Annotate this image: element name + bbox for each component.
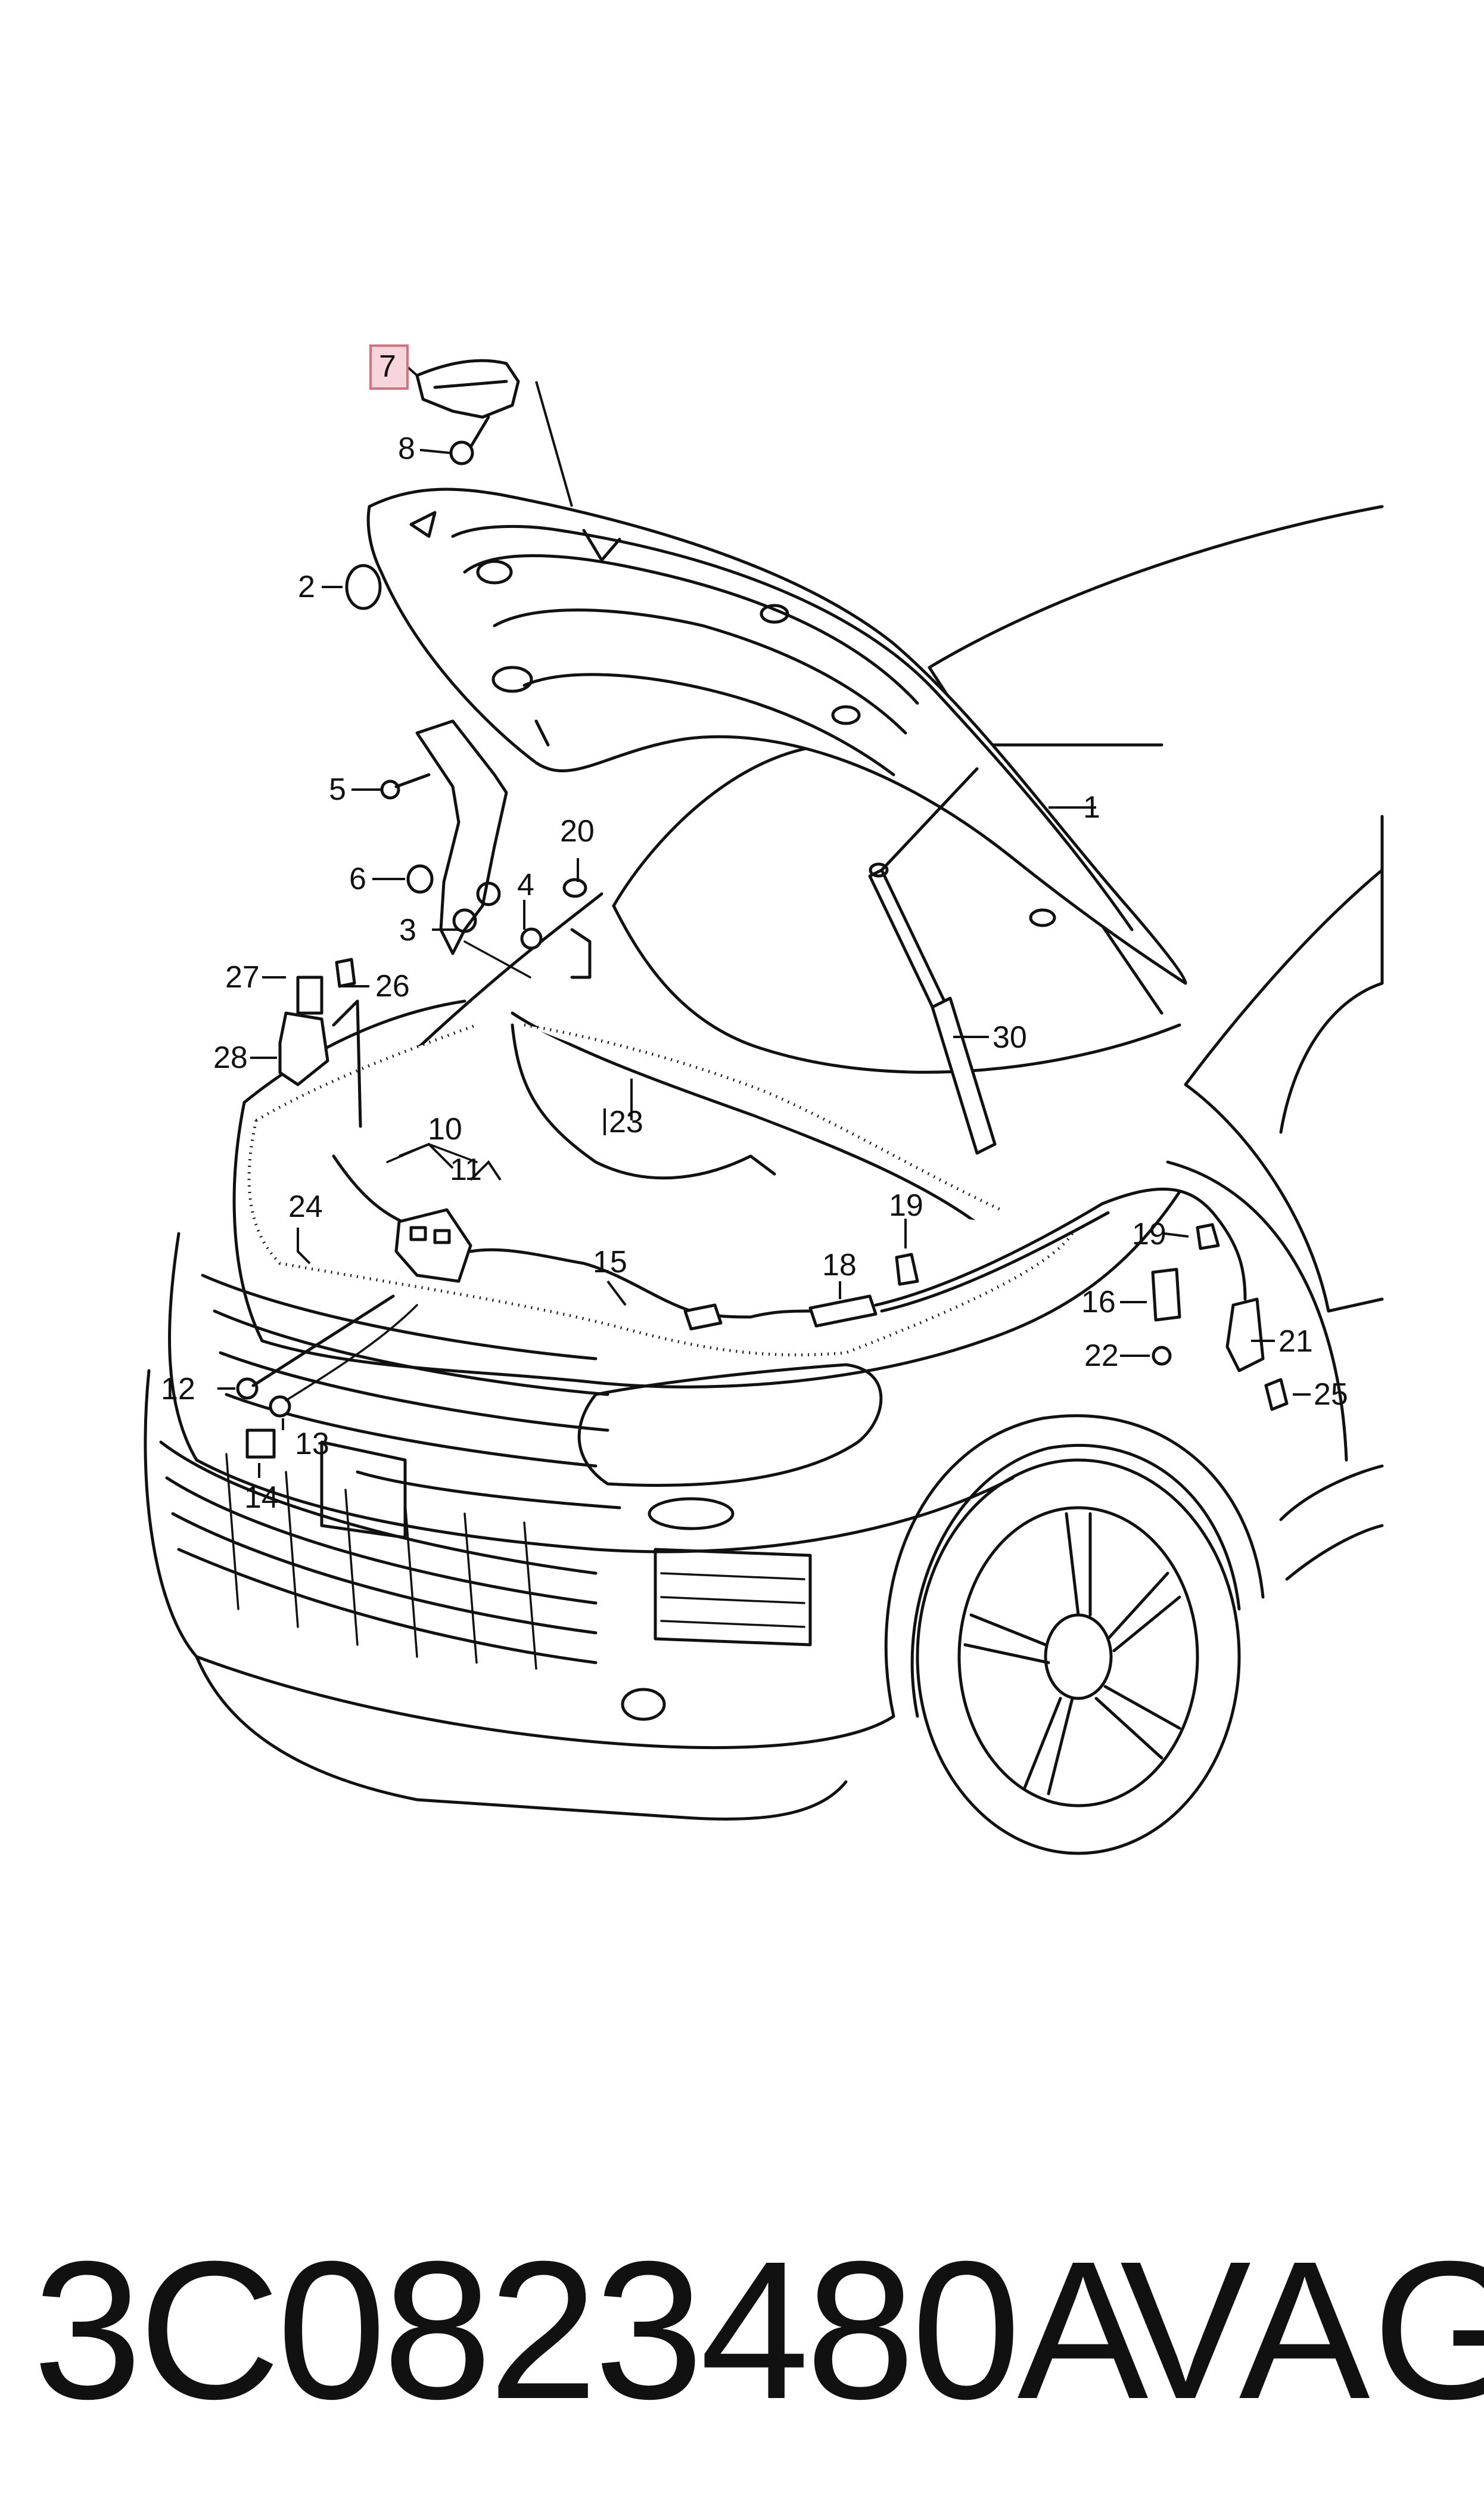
bonnet xyxy=(366,487,1187,985)
callout-6: 6 xyxy=(349,862,366,896)
hinge xyxy=(415,719,592,979)
callout-13: 13 xyxy=(295,1427,329,1461)
callout-30: 30 xyxy=(993,1020,1027,1055)
callout-14: 14 xyxy=(244,1480,279,1515)
small-parts xyxy=(236,359,1289,1459)
callout-10: 10 xyxy=(428,1112,462,1147)
callout-26: 26 xyxy=(375,969,410,1004)
callout-20: 20 xyxy=(560,814,595,849)
callout-15: 15 xyxy=(593,1245,627,1279)
gas-strut xyxy=(868,767,997,1155)
brand-label: VAG xyxy=(1120,2220,1484,2440)
callout-28: 28 xyxy=(213,1040,248,1075)
callout-1: 1 xyxy=(1083,790,1100,825)
seals xyxy=(247,1023,1074,1357)
callout-27: 27 xyxy=(225,960,260,995)
callout-23: 25 xyxy=(1314,1377,1348,1412)
callout-19-side: 19 xyxy=(1132,1217,1166,1251)
callout-3: 3 xyxy=(399,913,416,948)
highlight-box xyxy=(369,344,409,390)
part-number: 3C0823480A xyxy=(33,2220,1149,2440)
callout-4: 4 xyxy=(517,868,534,902)
lock-and-cables xyxy=(394,1187,1265,1372)
callout-7: 7 xyxy=(379,349,396,384)
callout-leaders xyxy=(217,365,1311,1478)
callout-5: 5 xyxy=(329,772,346,807)
callout-22: 22 xyxy=(1084,1338,1119,1373)
callout-19-bay: 19 xyxy=(889,1188,923,1223)
callout-24: 24 xyxy=(288,1189,323,1224)
callout-21: 21 xyxy=(1278,1324,1313,1359)
callout-8: 8 xyxy=(398,431,415,466)
callout-12: 12 xyxy=(161,1372,195,1406)
callout-labels: 7 8 2 1 5 6 3 4 20 30 23 26 27 28 10 11 … xyxy=(161,344,1348,1515)
callout-25: 23 xyxy=(609,1105,643,1139)
car-body xyxy=(144,505,1384,1855)
callout-2: 2 xyxy=(298,570,315,604)
callout-11: 11 xyxy=(450,1153,482,1187)
callout-16: 16 xyxy=(1081,1285,1116,1319)
callout-18: 18 xyxy=(822,1248,857,1282)
